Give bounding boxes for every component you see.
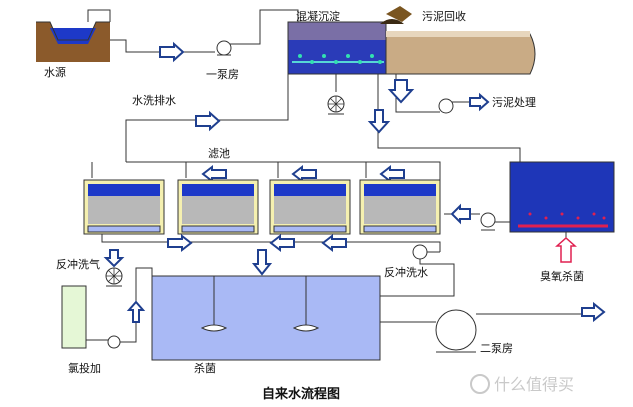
flow-arrow (159, 41, 185, 63)
filter-tank-label: 滤池 (208, 147, 230, 160)
flow-arrow (450, 203, 471, 225)
backwash-water-label: 反冲洗水 (384, 265, 428, 279)
chlorine-pump-icon (107, 335, 121, 349)
flow-arrow (201, 164, 227, 184)
sludge-pump-icon (438, 98, 454, 114)
pump-2-icon (435, 309, 477, 353)
sludge-recovery-label: 污泥回收 (422, 9, 466, 23)
coagulation-sedimentation-label: 混凝沉淀 (296, 9, 340, 23)
flow-arrow (379, 164, 405, 184)
flow-arrow (387, 79, 415, 104)
ozone-tank (509, 161, 615, 233)
ozone-flow-arrow (555, 236, 577, 263)
flow-arrow (321, 233, 347, 253)
pump-house-1-label: 一泵房 (206, 68, 239, 81)
backwash-pump-icon (412, 244, 428, 260)
flow-arrow (126, 300, 146, 323)
flow-arrow (469, 92, 490, 112)
sterilization-label: 杀菌 (194, 361, 216, 375)
sedimentation-tank (287, 21, 387, 75)
watermark: 什么值得买 (470, 374, 574, 394)
chlorine-dosing-label: 氯投加 (68, 361, 101, 375)
pump-1-icon (216, 40, 232, 56)
clear-water-tank (151, 275, 381, 361)
flow-arrow (195, 110, 221, 132)
filter-risers (91, 162, 367, 178)
flow-arrow (103, 249, 125, 268)
flow-arrow (367, 109, 391, 134)
water-source-label: 水源 (44, 65, 66, 79)
ozone-pump-icon (480, 212, 496, 231)
flow-arrow (269, 233, 295, 253)
diagram-title: 自来水流程图 (262, 386, 340, 402)
wash-drain-label: 水洗排水 (132, 93, 176, 107)
flow-arrow (167, 233, 193, 253)
chlorine-tank (61, 285, 87, 349)
pump-house-2-label: 二泵房 (480, 342, 513, 355)
chlorine-feed-pipe (120, 267, 153, 343)
flow-arrow (581, 301, 606, 323)
backwash-return-pipe (380, 259, 455, 297)
water-source (36, 21, 110, 62)
sludge-channel (385, 31, 536, 75)
sludge-treatment-label: 污泥处理 (492, 96, 536, 109)
filter-units (83, 179, 441, 235)
backwash-air-label: 反冲洗气 (56, 257, 100, 271)
backwash-blower-icon (105, 267, 123, 287)
sludge-bird-icon (380, 6, 412, 24)
flow-arrow (291, 164, 317, 184)
flow-arrow (251, 249, 273, 276)
mixer-icon (327, 74, 345, 115)
source-pipe (87, 9, 111, 22)
pump1-to-sedimentation-pipe (230, 9, 299, 45)
ozone-sterilization-label: 臭氧杀菌 (540, 269, 584, 283)
watermark-text: 什么值得买 (494, 375, 574, 394)
